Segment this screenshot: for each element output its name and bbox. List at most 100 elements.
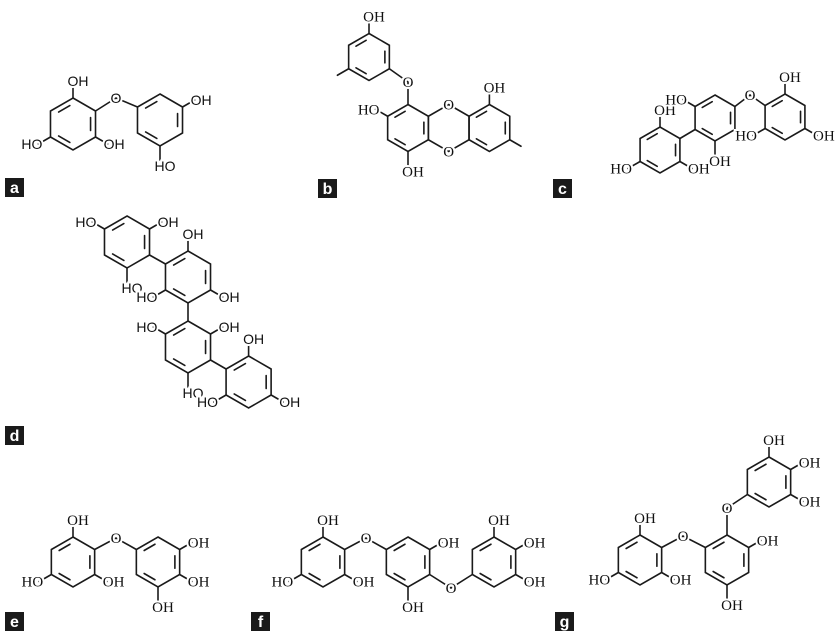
double-bond [475,110,488,118]
panel-label-f: f [251,612,270,631]
substituent-bond [38,573,53,583]
biaryl-bond [679,128,696,140]
benzene-ring [164,250,212,304]
hydroxyl-group-label: HO [358,102,380,118]
hydroxyl-group-label: OH [363,10,385,26]
double-bond [143,572,156,581]
panel-label-text: f [258,614,264,631]
panel-label-box [251,612,270,631]
ether-bond [660,535,707,549]
hydroxyl-group-label: OH [219,319,240,335]
double-bond [111,253,125,262]
substituent-bond [213,394,227,403]
hydroxyl-group-label: OH [158,214,179,230]
benzene-ring [136,93,184,147]
methyl-bond [336,67,350,77]
substituent-bond [343,573,358,583]
double-bond [646,132,659,141]
substituent-bond [288,573,303,583]
hydroxyl-group-label: OH [188,575,210,591]
double-bond [308,572,321,581]
hydroxyl-group-label: HO [136,319,157,335]
hydroxyl-group-label: OH [799,456,821,472]
substituent-bond [804,127,818,137]
double-bond [701,127,714,136]
double-bond [355,67,367,75]
hydroxyl-group-label: OH [402,165,424,181]
hydroxyl-group-label: HO [272,575,294,591]
hydroxyl-group-label: OH [757,534,779,550]
substituent-bond [94,136,109,145]
substituent-bond [514,541,529,551]
hydroxyl-group-label: OH [484,81,506,97]
panel-label-box [5,426,24,445]
panel-label-g: g [555,612,574,631]
hydroxyl-group-label: HO [75,214,96,230]
substituent-bond [91,221,106,230]
hydroxyl-group-label: OH [524,575,546,591]
double-bond [172,358,186,367]
double-bond [646,159,659,168]
hydroxyl-group-label: OH [188,536,210,552]
hydroxyl-group-label: HO [155,158,176,174]
ether-oxygen-label: O [111,90,122,106]
hydroxyl-group-label: OH [488,513,510,529]
ether-bond [94,97,139,112]
hydroxyl-group-label: HO [665,93,687,109]
substituent-bond [152,326,167,335]
benzene-ring [103,215,151,269]
substituent-bond [428,541,443,551]
double-bond [172,257,186,266]
hydroxyl-group-label: OH [103,575,125,591]
ether-oxygen-label: O [446,581,457,597]
double-bond [355,39,367,47]
hydroxyl-group-label: OH [670,573,692,589]
double-bond [475,138,488,146]
hydroxyl-group-label: OH [68,73,89,89]
double-bond [233,362,247,371]
benzene-ring [385,536,431,588]
hydroxyl-group-label: OH [317,513,339,529]
benzene-ring [468,103,511,153]
substituent-bond [181,99,196,108]
substituent-bond [209,289,224,298]
ether-bond [726,493,749,536]
methyl-bond [508,138,522,148]
substituent-bond [178,541,193,551]
double-bond [625,570,638,579]
panel-label-box [5,612,24,631]
substituent-bond [374,108,389,118]
substituent-bond [152,289,167,298]
hydroxyl-group-label: HO [197,394,218,410]
hydroxyl-group-label: HO [610,162,632,178]
substituent-bond [747,539,762,549]
double-bond [394,110,406,118]
panel-label-box [5,178,24,197]
hydroxyl-group-label: OH [243,331,264,347]
hydroxyl-group-label: OH [152,600,174,616]
hydroxyl-group-label: HO [735,129,757,145]
benzene-ring [471,536,517,588]
substituent-bond [789,493,804,503]
double-bond [57,135,71,144]
double-bond [712,541,725,550]
ring-oxygen-label: O [443,145,454,161]
double-bond [479,572,492,581]
bonds [627,79,818,174]
benzene-ring [639,126,681,174]
bonds [37,83,196,161]
hydroxyl-group-label: HO [21,136,42,152]
panel-label-e: e [5,612,24,631]
bonds [605,442,804,600]
hydroxyl-group-label: OH [799,495,821,511]
double-bond [625,541,638,550]
benzene-ring [617,534,663,586]
hydroxyl-group-label: OH [721,598,743,614]
benzene-ring [300,536,346,588]
